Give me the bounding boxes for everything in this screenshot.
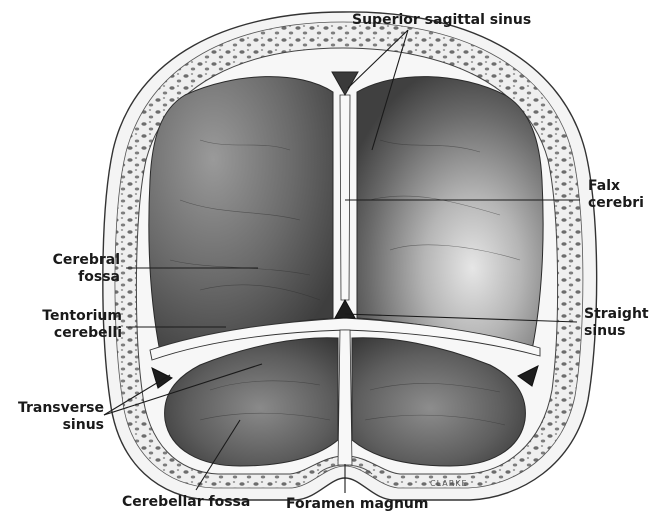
label-cerebellar-fossa: Cerebellar fossa (122, 494, 250, 511)
label-falx-cerebri: Falx cerebri (588, 178, 644, 212)
right-cerebral-fossa (357, 77, 543, 350)
label-cerebral-fossa-line2: fossa (20, 269, 120, 286)
left-cerebral-fossa (149, 77, 333, 352)
label-transverse-sinus-line2: sinus (4, 417, 104, 434)
artist-signature: CLARKE (430, 479, 468, 488)
label-cerebral-fossa: Cerebral fossa (20, 252, 120, 286)
label-tentorium-line2: cerebelli (6, 325, 122, 342)
label-superior-sagittal-sinus: Superior sagittal sinus (352, 12, 531, 29)
label-straight-sinus-line1: Straight (584, 306, 649, 323)
falx-cerebelli-membrane (338, 330, 352, 465)
label-tentorium-cerebelli: Tentorium cerebelli (6, 308, 122, 342)
label-tentorium-line1: Tentorium (6, 308, 122, 325)
label-falx-cerebri-line2: cerebri (588, 195, 644, 212)
label-falx-cerebri-line1: Falx (588, 178, 644, 195)
label-transverse-sinus: Transverse sinus (4, 400, 104, 434)
label-cerebral-fossa-line1: Cerebral (20, 252, 120, 269)
label-transverse-sinus-line1: Transverse (4, 400, 104, 417)
falx-cerebri-membrane (340, 95, 350, 300)
label-foramen-magnum: Foramen magnum (286, 496, 428, 513)
label-straight-sinus-line2: sinus (584, 323, 649, 340)
label-straight-sinus: Straight sinus (584, 306, 649, 340)
